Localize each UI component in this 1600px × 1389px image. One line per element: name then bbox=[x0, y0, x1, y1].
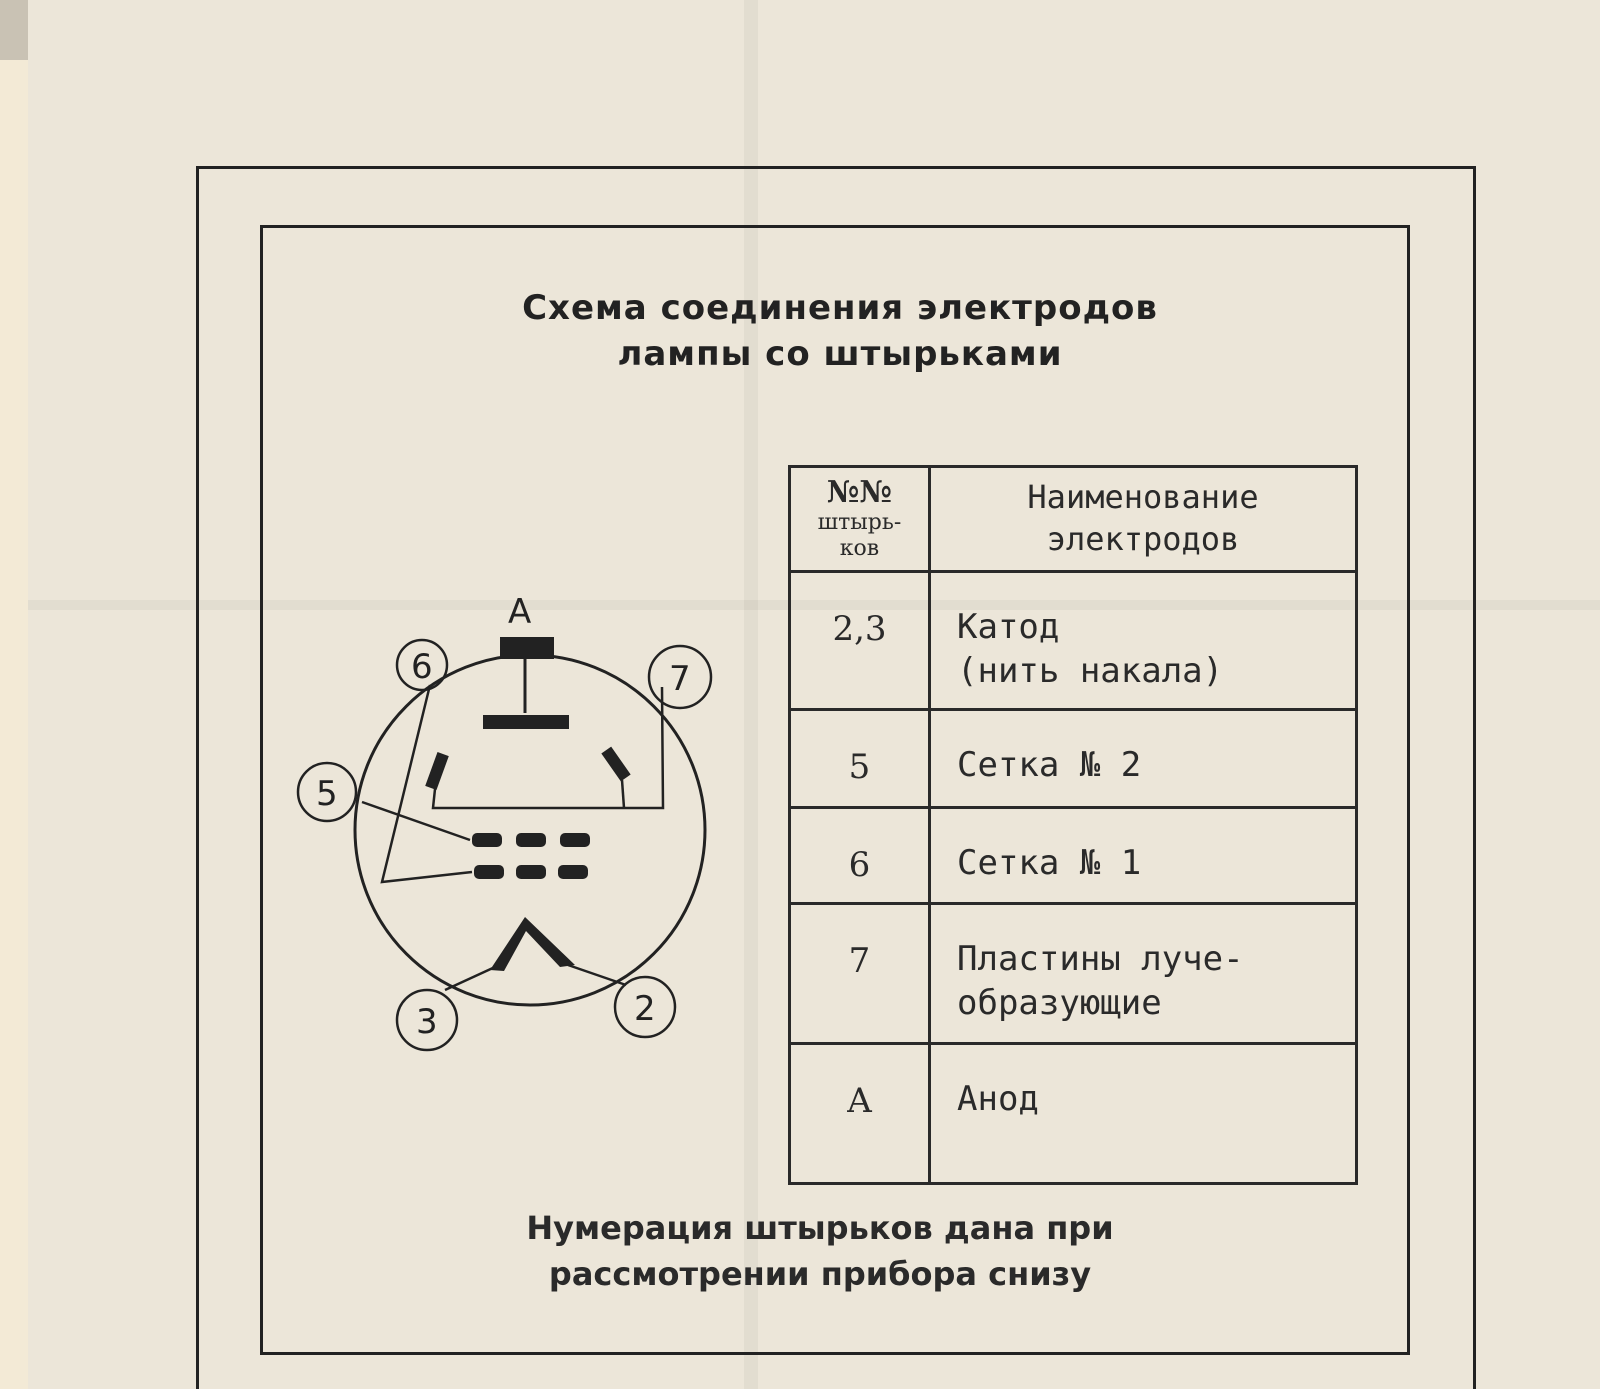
footer-line-1: Нумерация штырьков дана при bbox=[526, 1209, 1114, 1247]
electrode-name-line-1: Пластины луче- bbox=[957, 939, 1244, 979]
pin-circle-2 bbox=[613, 975, 677, 1039]
pin-number-header: №№ штырь- ков bbox=[788, 465, 931, 573]
electrode-name: Пластины луче- образующие bbox=[928, 902, 1358, 1045]
electrode-name: Сетка № 1 bbox=[928, 806, 1358, 905]
pin-number: А bbox=[788, 1042, 931, 1185]
pin-circle-5 bbox=[296, 761, 358, 823]
beam-plate-right bbox=[601, 746, 631, 782]
title-line-1: Схема соединения электродов bbox=[522, 288, 1158, 328]
anode-cap bbox=[500, 637, 554, 659]
pin-label-5: 5 bbox=[316, 774, 338, 814]
electrode-table: №№ штырь- ков Наименование электродов 2,… bbox=[788, 465, 1358, 1185]
document-title: Схема соединения электродов лампы со шты… bbox=[480, 285, 1200, 377]
pin-number: 2,3 bbox=[788, 570, 931, 711]
electrode-name: Анод bbox=[928, 1042, 1358, 1185]
pin-label-7: 7 bbox=[669, 659, 691, 699]
grid-2-segment bbox=[472, 833, 502, 847]
pin-label-3: 3 bbox=[416, 1002, 438, 1042]
beam-plate-wire bbox=[431, 686, 665, 810]
grid-1-lead bbox=[380, 684, 473, 884]
grid-1-segment bbox=[474, 865, 504, 879]
grid-2-segment bbox=[516, 833, 546, 847]
pin-number: 5 bbox=[788, 708, 931, 809]
header-num-line-3: ков bbox=[839, 536, 880, 561]
inner-frame bbox=[260, 225, 1410, 1355]
anode-label: А bbox=[508, 592, 531, 632]
electrode-name-line-2: (нить накала) bbox=[957, 651, 1224, 691]
grid-2-lead bbox=[361, 800, 471, 842]
table-row: 2,3 Катод (нить накала) bbox=[788, 570, 1358, 711]
header-num-line-2: штырь- bbox=[817, 510, 902, 535]
footer-note: Нумерация штырьков дана при рассмотрении… bbox=[470, 1205, 1170, 1297]
footer-line-2: рассмотрении прибора снизу bbox=[548, 1255, 1092, 1293]
header-name-line-1: Наименование bbox=[1027, 478, 1259, 516]
pin-circle-6 bbox=[395, 638, 449, 692]
pin-circle-3 bbox=[395, 988, 459, 1052]
pin-circle-7 bbox=[647, 644, 713, 710]
table-header-row: №№ штырь- ков Наименование электродов bbox=[788, 465, 1358, 573]
filament-lead-right bbox=[567, 963, 627, 987]
table-row: А Анод bbox=[788, 1042, 1358, 1185]
electrode-name-line-1: Катод bbox=[957, 607, 1060, 647]
pin-label-6: 6 bbox=[411, 647, 433, 687]
tube-pin-diagram: А 6 7 5 3 2 bbox=[296, 592, 713, 1052]
electrode-name: Катод (нить накала) bbox=[928, 570, 1358, 711]
pin-label-2: 2 bbox=[634, 989, 656, 1029]
grid-1-segment bbox=[558, 865, 588, 879]
outer-frame bbox=[196, 166, 1476, 1389]
grid-1-segment bbox=[516, 865, 546, 879]
title-line-2: лампы со штырьками bbox=[617, 334, 1063, 374]
tube-envelope bbox=[353, 653, 707, 1007]
pin-number: 6 bbox=[788, 806, 931, 905]
pin-number: 7 bbox=[788, 902, 931, 1045]
anode-plate bbox=[483, 715, 569, 729]
electrode-name-header: Наименование электродов bbox=[928, 465, 1358, 573]
cathode-filament bbox=[490, 917, 575, 971]
grid-2-segment bbox=[560, 833, 590, 847]
header-num-line-1: №№ bbox=[826, 475, 893, 510]
beam-plate-right-lead bbox=[620, 779, 626, 809]
beam-plate-left bbox=[425, 752, 449, 790]
table-row: 7 Пластины луче- образующие bbox=[788, 902, 1358, 1045]
electrode-name-line-2: образующие bbox=[957, 983, 1162, 1023]
electrode-name: Сетка № 2 bbox=[928, 708, 1358, 809]
table-row: 6 Сетка № 1 bbox=[788, 806, 1358, 905]
header-name-line-2: электродов bbox=[1046, 520, 1240, 558]
table-row: 5 Сетка № 2 bbox=[788, 708, 1358, 809]
filament-lead-left bbox=[444, 965, 496, 992]
